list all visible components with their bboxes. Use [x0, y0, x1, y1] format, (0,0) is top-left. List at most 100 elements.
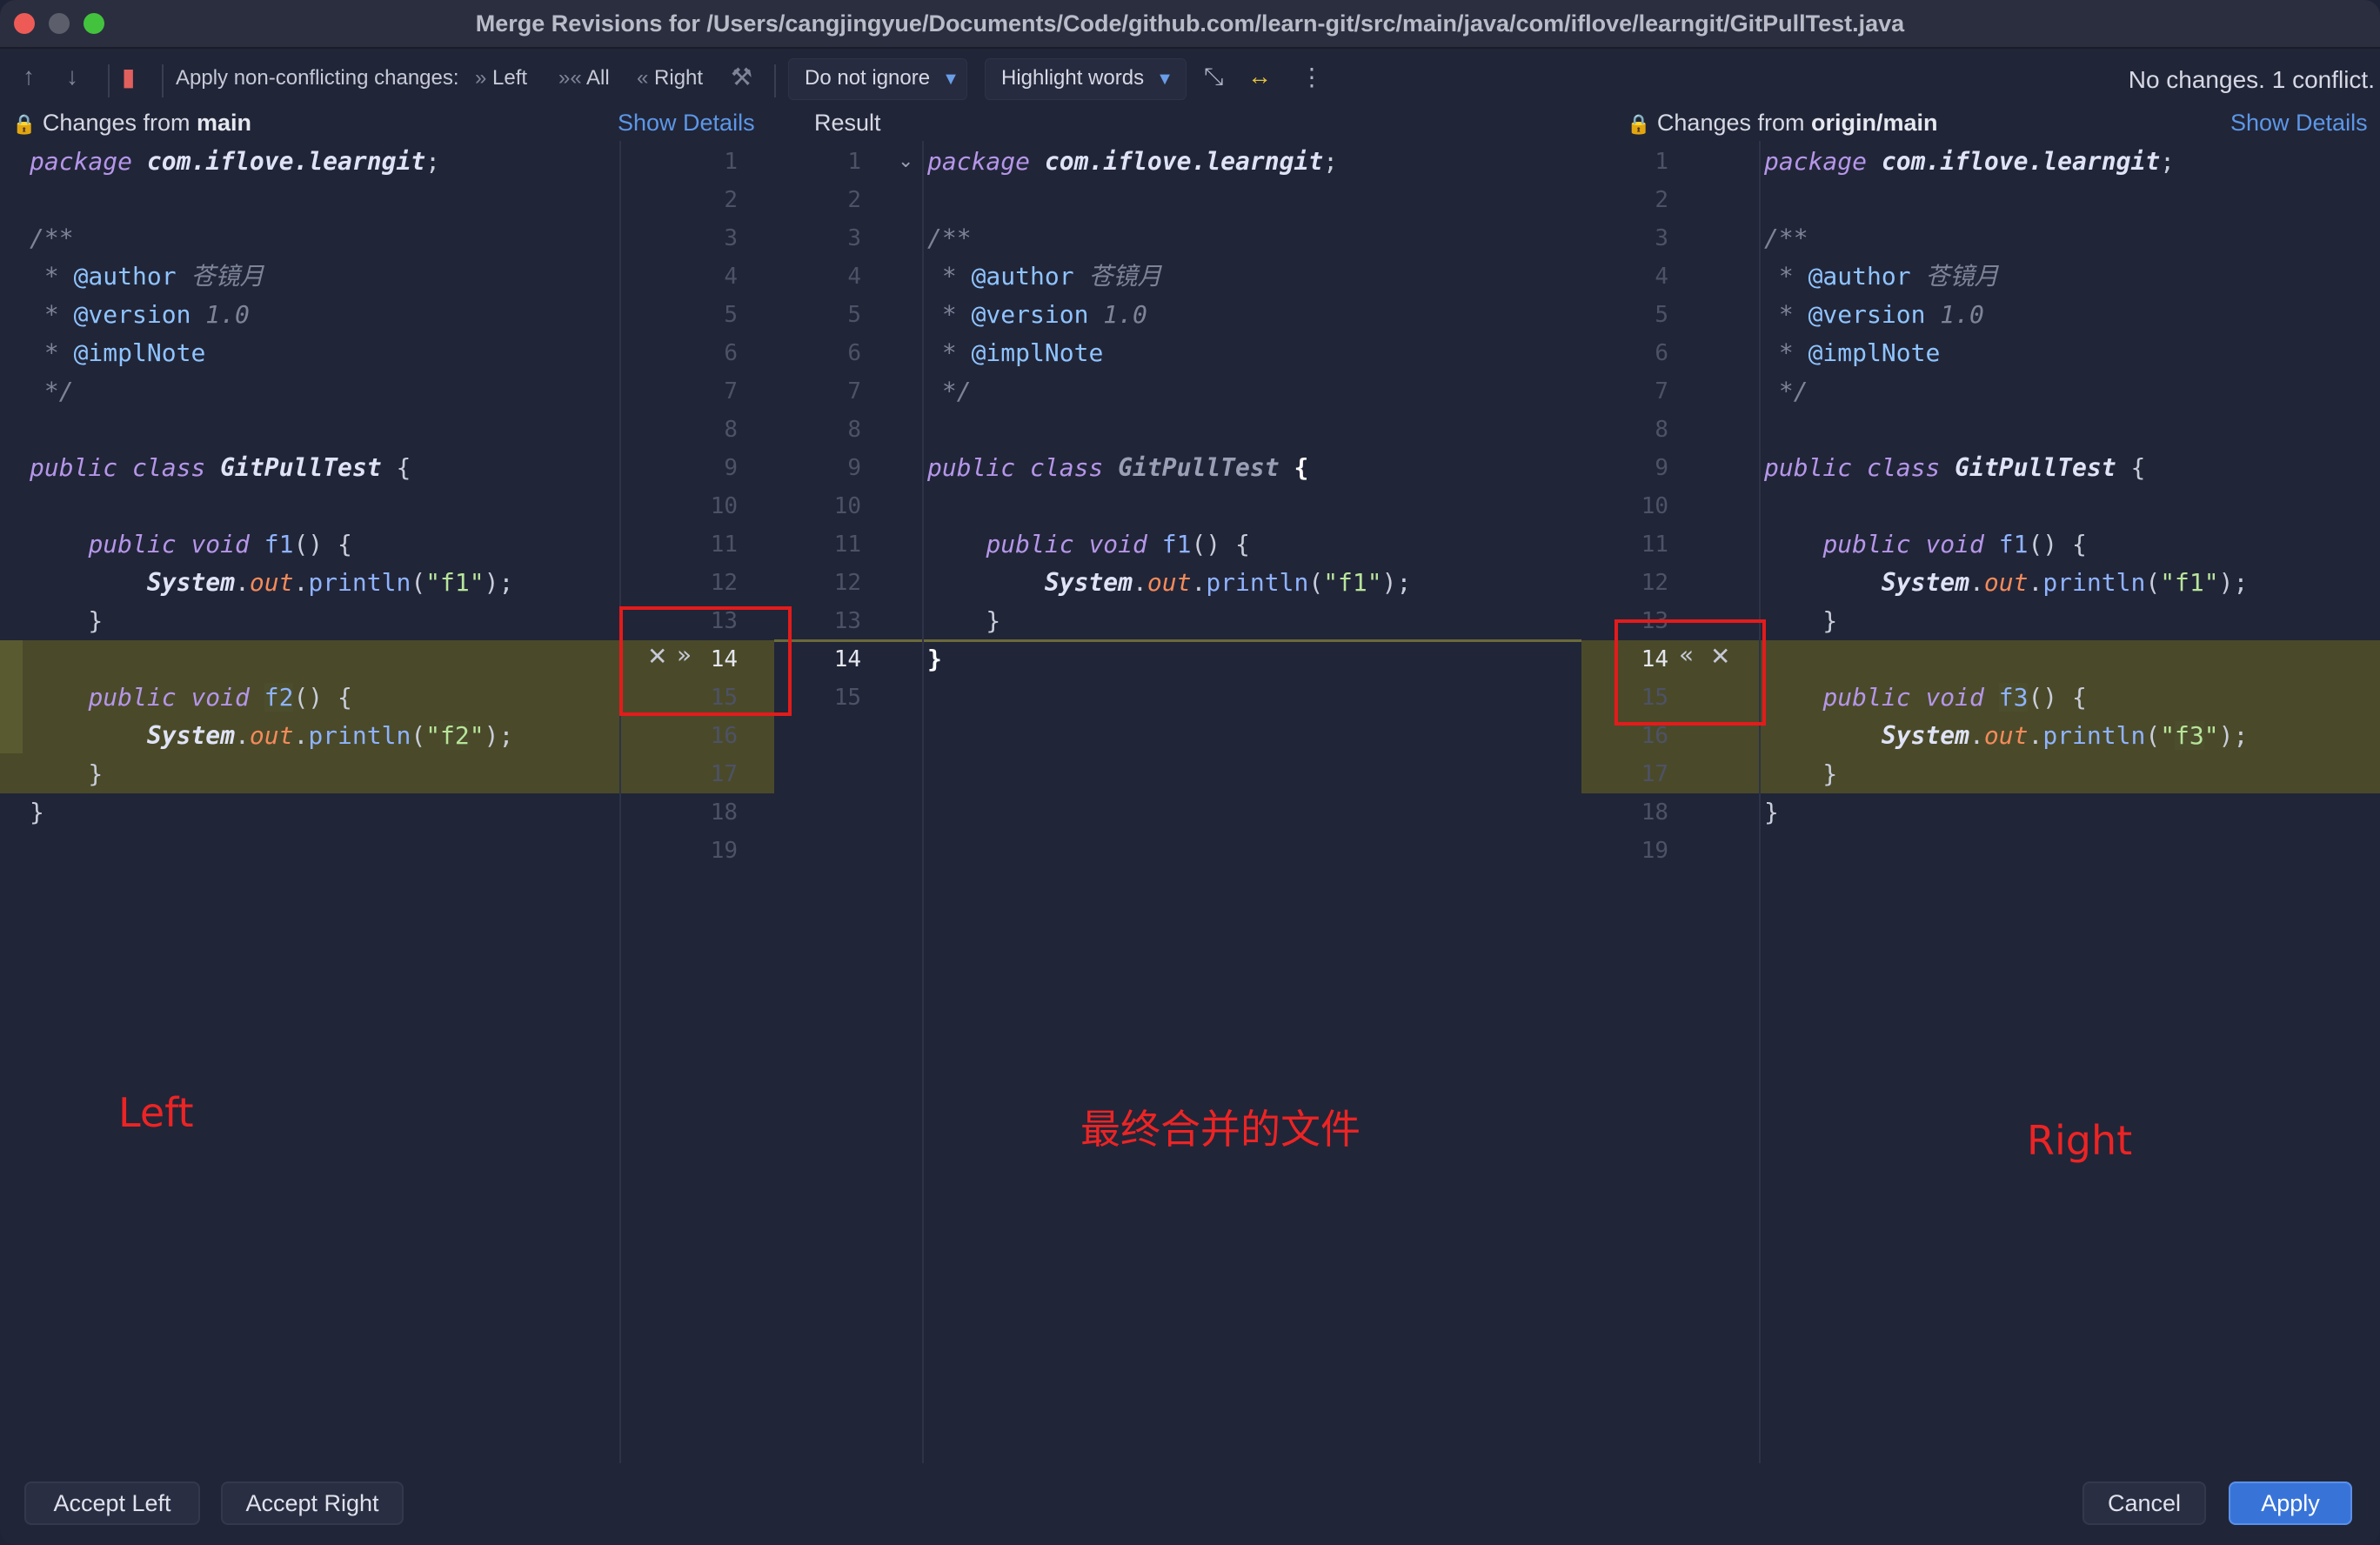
- left-branch-name: main: [197, 110, 252, 136]
- diff-mode-icon[interactable]: ▮: [122, 64, 136, 90]
- fold-chevron-icon[interactable]: ⌄: [898, 150, 914, 171]
- more-options-icon[interactable]: ⋮: [1300, 64, 1324, 90]
- right-annotation: Right: [2027, 1117, 2133, 1164]
- ignore-dropdown-value: Do not ignore: [805, 66, 931, 90]
- line-number: 5: [724, 302, 738, 328]
- accept-right-change-icon[interactable]: «: [1679, 640, 1695, 669]
- accept-left-change-icon[interactable]: »: [677, 640, 692, 669]
- line-number: 17: [710, 761, 738, 787]
- sync-scroll-icon[interactable]: ↔: [1247, 63, 1272, 90]
- left-show-details-link[interactable]: Show Details: [618, 110, 755, 136]
- code-line: System.out.println("f1");: [146, 568, 514, 597]
- merge-all-icon: »«: [558, 66, 582, 90]
- right-panel-header: 🔒 Changes from origin/main: [1627, 110, 1938, 137]
- double-chevron-right-icon: »: [475, 66, 487, 90]
- left-conflict-band: [0, 640, 774, 793]
- line-number: 12: [710, 570, 738, 596]
- code-line: * @implNote: [30, 338, 206, 367]
- line-number: 4: [847, 264, 861, 290]
- lock-icon: 🔒: [12, 113, 37, 135]
- line-number: 8: [1655, 417, 1668, 443]
- highlight-mode-dropdown[interactable]: Highlight words ▼: [985, 58, 1187, 100]
- zoom-window-button[interactable]: [84, 13, 104, 34]
- toolbar-separator: [162, 64, 164, 97]
- line-number: 15: [710, 685, 738, 711]
- right-branch-name: origin/main: [1811, 110, 1938, 136]
- chevron-down-icon: ▼: [942, 70, 959, 89]
- line-number: 5: [1655, 302, 1668, 328]
- close-window-button[interactable]: [14, 13, 35, 34]
- line-number: 16: [710, 723, 738, 749]
- code-line: System.out.println("f3");: [1881, 721, 2249, 750]
- highlight-dropdown-value: Highlight words: [1001, 66, 1145, 90]
- line-number: 1: [724, 149, 738, 175]
- line-number: 10: [1641, 493, 1668, 519]
- minimize-window-button[interactable]: [49, 13, 70, 34]
- line-number: 16: [1641, 723, 1668, 749]
- apply-left-button[interactable]: » Left: [475, 66, 527, 90]
- toolbar: ↑ ↓ ▮ Apply non-conflicting changes: » L…: [0, 50, 2380, 110]
- chevron-down-icon: ▼: [1156, 70, 1173, 89]
- line-number: 1: [1655, 149, 1668, 175]
- line-number: 7: [847, 378, 861, 405]
- line-number: 15: [833, 685, 861, 711]
- line-number: 17: [1641, 761, 1668, 787]
- line-number: 18: [1641, 799, 1668, 826]
- line-number: 15: [1641, 685, 1668, 711]
- code-line: }: [30, 759, 104, 788]
- code-line: public void f1() {: [986, 530, 1250, 558]
- left-panel-header: 🔒 Changes from main: [12, 110, 251, 137]
- accept-left-button[interactable]: Accept Left: [24, 1481, 200, 1525]
- code-line: */: [1778, 377, 1808, 405]
- window-title: Merge Revisions for /Users/cangjingyue/D…: [475, 10, 1905, 37]
- line-number: 11: [1641, 532, 1668, 558]
- line-number: 8: [724, 417, 738, 443]
- code-line: }: [927, 645, 942, 673]
- code-line: public void f2() {: [88, 683, 352, 712]
- conflict-status: No changes. 1 conflict.: [2128, 66, 2375, 93]
- left-divider: [619, 141, 621, 1463]
- line-number: 18: [710, 799, 738, 826]
- magic-wand-icon[interactable]: ⚒: [731, 64, 753, 90]
- code-line: }: [1764, 798, 1779, 826]
- apply-right-label: Right: [654, 66, 704, 90]
- code-line: }: [1764, 606, 1838, 635]
- apply-button[interactable]: Apply: [2229, 1481, 2352, 1525]
- code-line: System.out.println("f1");: [1881, 568, 2249, 597]
- title-bar: Merge Revisions for /Users/cangjingyue/D…: [0, 0, 2380, 49]
- line-number: 6: [724, 340, 738, 366]
- ignore-right-change-icon[interactable]: ✕: [1710, 642, 1731, 671]
- line-number: 3: [724, 225, 738, 251]
- ignore-whitespace-dropdown[interactable]: Do not ignore ▼: [788, 58, 967, 100]
- code-line: * @version 1.0: [1764, 300, 1984, 329]
- right-show-details-link[interactable]: Show Details: [2230, 110, 2368, 136]
- apply-all-button[interactable]: »« All: [558, 66, 610, 90]
- lock-icon: 🔒: [1627, 113, 1651, 135]
- line-number: 4: [1655, 264, 1668, 290]
- result-panel-header: Result: [814, 110, 881, 136]
- ignore-left-change-icon[interactable]: ✕: [647, 642, 668, 671]
- line-number: 14: [833, 646, 861, 672]
- code-line: * @implNote: [1764, 338, 1941, 367]
- accept-right-button[interactable]: Accept Right: [221, 1481, 404, 1525]
- right-header-prefix: Changes from: [1656, 110, 1805, 136]
- code-line: * @author 苍镜月: [30, 262, 264, 291]
- toolbar-separator: [774, 64, 776, 97]
- code-line: /**: [927, 224, 972, 252]
- cancel-button[interactable]: Cancel: [2082, 1481, 2206, 1525]
- arrow-up-icon[interactable]: ↑: [23, 63, 35, 90]
- code-line: package com.iflove.learngit;: [927, 147, 1339, 176]
- arrow-down-icon[interactable]: ↓: [66, 63, 78, 90]
- result-annotation: 最终合并的文件: [1080, 1106, 1360, 1153]
- code-line: package com.iflove.learngit;: [30, 147, 441, 176]
- line-number: 4: [724, 264, 738, 290]
- code-line: * @version 1.0: [927, 300, 1147, 329]
- collapse-icon[interactable]: ⤡: [1204, 63, 1224, 90]
- code-line: */: [43, 377, 74, 405]
- code-line: package com.iflove.learngit;: [1764, 147, 2176, 176]
- line-number: 13: [833, 608, 861, 634]
- left-highlight-box: [619, 606, 792, 716]
- apply-right-button[interactable]: « Right: [637, 66, 703, 90]
- code-line: * @author 苍镜月: [927, 262, 1162, 291]
- apply-nonconflicting-label: Apply non-conflicting changes:: [176, 66, 459, 90]
